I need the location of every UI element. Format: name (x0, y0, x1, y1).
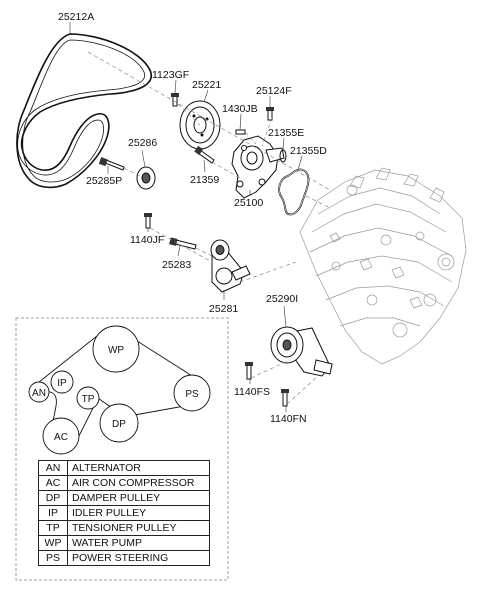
legend-code: AN (38, 460, 68, 476)
label-25124f: 25124F (256, 85, 292, 97)
pulley-an: AN (28, 381, 50, 403)
label-1140fs: 1140FS (234, 386, 270, 398)
pulley-dp-label: DP (112, 419, 126, 430)
pulley-tp: TP (76, 386, 100, 410)
legend-name: WATER PUMP (67, 535, 210, 551)
bolt-1123gf (171, 93, 179, 107)
belt-routing-inset: WP IP AN TP PS DP AC (15, 317, 229, 581)
bolt-25283 (169, 237, 197, 250)
pin-1430jb (235, 129, 246, 135)
legend-code: TP (38, 520, 68, 536)
tensioner-assembly (210, 239, 251, 293)
label-21355d: 21355D (290, 145, 327, 157)
label-21359: 21359 (190, 174, 219, 186)
legend-row: AN ALTERNATOR (38, 460, 210, 476)
bolt-1140jf (144, 213, 152, 229)
pulley-dp: DP (99, 403, 139, 443)
legend-row: IP IDLER PULLEY (38, 505, 210, 521)
pulley-wp: WP (92, 325, 140, 373)
label-25286: 25286 (128, 137, 157, 149)
legend-row: TP TENSIONER PULLEY (38, 520, 210, 536)
pulley-ac-label: AC (54, 432, 68, 443)
pulley-ps-label: PS (185, 389, 199, 400)
legend-code: WP (38, 535, 68, 551)
legend-name: POWER STEERING (67, 550, 210, 566)
power-steering-pulley (270, 326, 333, 377)
gasket-21355d (278, 168, 310, 216)
pulley-tp-label: TP (82, 394, 95, 405)
bolt-21359 (194, 145, 215, 164)
label-25100: 25100 (234, 197, 263, 209)
label-1430jb: 1430JB (222, 103, 258, 115)
pulley-ip-label: IP (57, 378, 67, 389)
pulley-legend-table: AN ALTERNATOR AC AIR CON COMPRESSOR DP D… (38, 460, 210, 566)
bolt-1140fn (281, 389, 289, 407)
idler-pulley (136, 166, 156, 190)
bolt-25285p (98, 157, 125, 171)
legend-name: ALTERNATOR (67, 460, 210, 476)
water-pump-body (231, 135, 285, 199)
pulley-an-label: AN (32, 388, 46, 399)
label-1140jf: 1140JF (130, 234, 164, 246)
legend-code: AC (38, 475, 68, 491)
legend-name: AIR CON COMPRESSOR (67, 475, 210, 491)
leader-lines (69, 22, 303, 412)
label-21355e: 21355E (268, 127, 304, 139)
pulley-wp-label: WP (108, 345, 124, 356)
legend-code: IP (38, 505, 68, 521)
label-1123gf: 1123GF (152, 69, 189, 81)
bolt-1140fs (245, 362, 253, 380)
pulley-ip: IP (50, 370, 74, 394)
inset-frame (15, 317, 229, 581)
legend-row: AC AIR CON COMPRESSOR (38, 475, 210, 491)
label-25285p: 25285P (86, 175, 122, 187)
bolt-25124f (266, 107, 274, 121)
label-25221: 25221 (192, 79, 221, 91)
legend-row: WP WATER PUMP (38, 535, 210, 551)
legend-code: DP (38, 490, 68, 506)
pulley-ac: AC (42, 417, 80, 455)
label-25212a: 25212A (58, 11, 94, 23)
label-1140fn: 1140FN (270, 413, 307, 425)
label-25283: 25283 (162, 259, 191, 271)
legend-row: DP DAMPER PULLEY (38, 490, 210, 506)
legend-name: DAMPER PULLEY (67, 490, 210, 506)
pulley-ps: PS (173, 374, 211, 412)
drive-belt (16, 33, 153, 189)
assembly-guide-lines (87, 51, 331, 405)
part-labels: 25212A 1123GF 25221 25124F 1430JB 21355E… (58, 11, 327, 425)
legend-code: PS (38, 550, 68, 566)
legend-name: TENSIONER PULLEY (67, 520, 210, 536)
label-25281: 25281 (209, 303, 238, 315)
legend-row: PS POWER STEERING (38, 550, 210, 566)
engine-block-ghost (299, 167, 467, 365)
legend-name: IDLER PULLEY (67, 505, 210, 521)
label-25290i: 25290I (266, 293, 298, 305)
